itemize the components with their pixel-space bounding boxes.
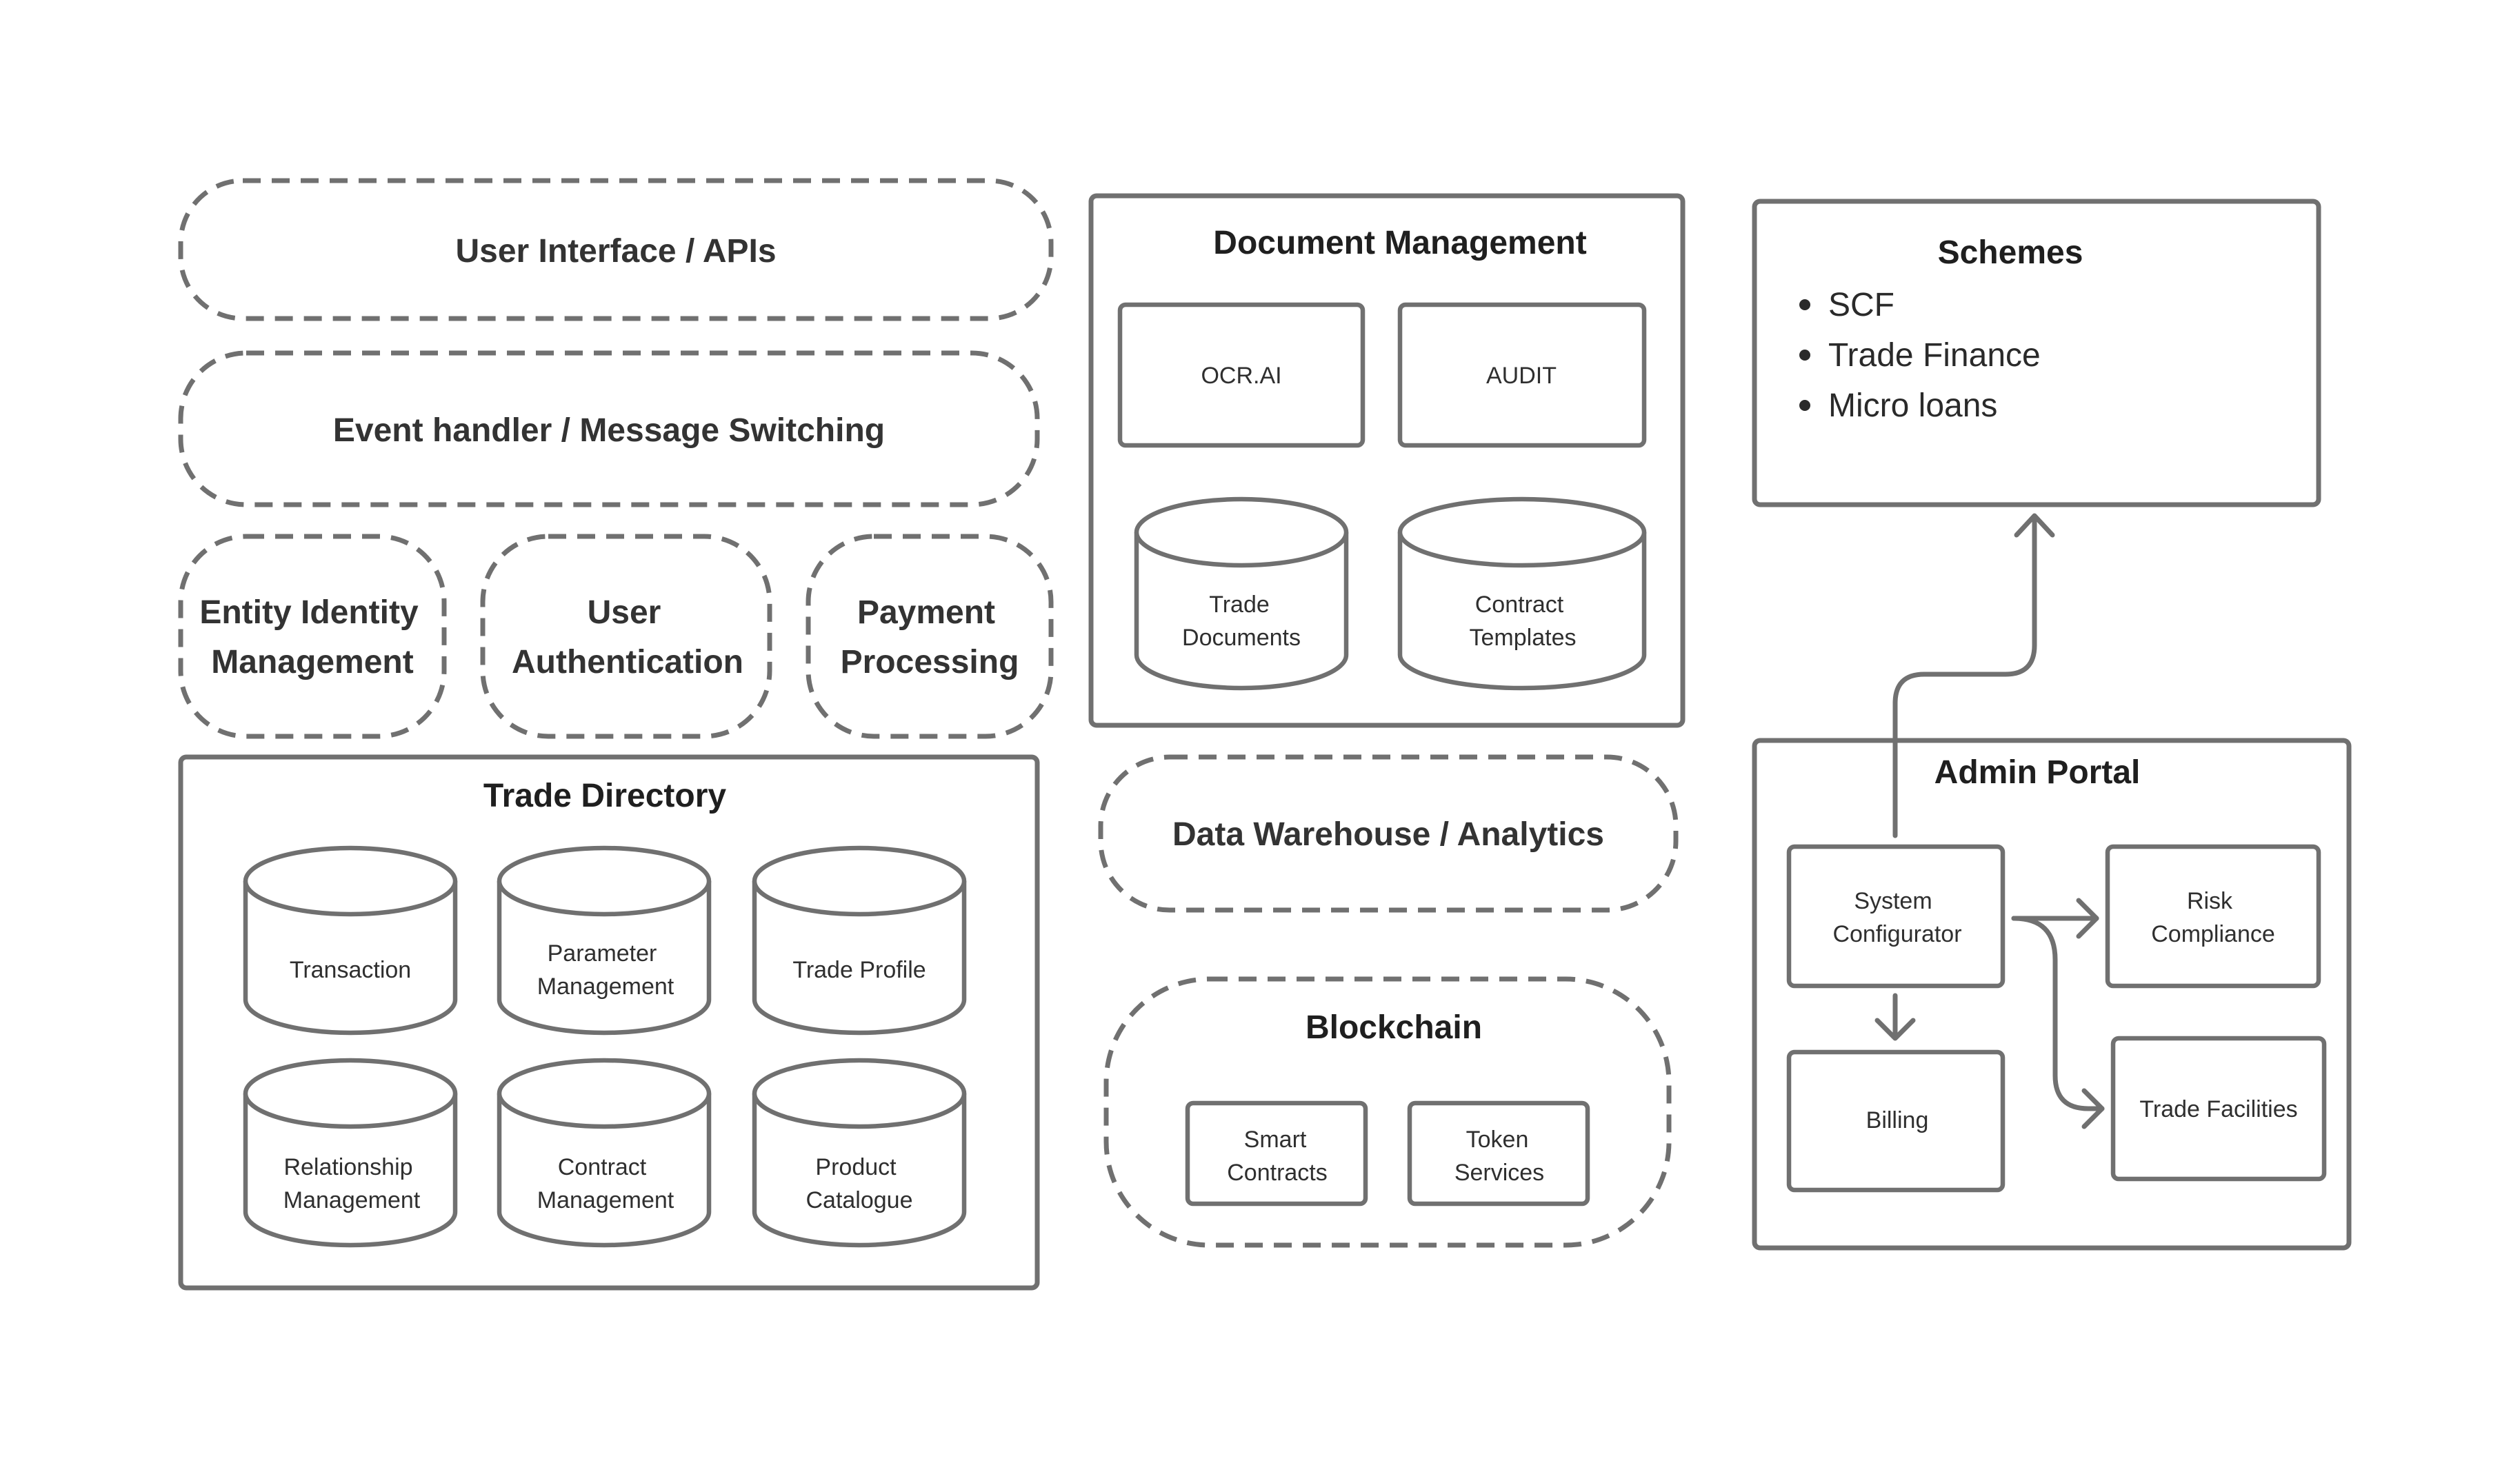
trade-documents-label-line1: Trade [1209, 592, 1270, 618]
ui-apis-layer: User Interface / APIs [178, 178, 1054, 321]
schemes-title: Schemes [1938, 234, 2083, 271]
event-handler-layer: Event handler / Message Switching [178, 350, 1040, 507]
smart-contracts-box: Smart Contracts [1185, 1100, 1368, 1207]
system-configurator-label-line1: System [1854, 888, 1932, 914]
ocr-ai-box: OCR.AI [1117, 302, 1366, 448]
billing-label: Billing [1866, 1107, 1929, 1133]
entity-identity-label-line1: Entity Identity [199, 594, 419, 631]
smart-contracts-label-line2: Contracts [1227, 1160, 1328, 1186]
transaction-label: Transaction [290, 957, 411, 983]
trade-profile-datastore: Trade Profile [752, 845, 967, 1036]
blockchain-title: Blockchain [1306, 1009, 1482, 1046]
risk-compliance-box: Risk Compliance [2105, 844, 2321, 989]
product-catalogue-datastore: Product Catalogue [752, 1058, 967, 1248]
entity-identity-label-line2: Management [211, 644, 413, 680]
admin-portal-title: Admin Portal [1934, 754, 2141, 791]
audit-label: AUDIT [1486, 363, 1557, 389]
token-services-label-line2: Services [1454, 1160, 1544, 1186]
document-management-container: Document Management OCR.AI AUDIT Trade D… [1088, 193, 1686, 728]
contract-mgmt-label-line1: Contract [558, 1154, 647, 1180]
arrowhead-down-icon [1874, 1018, 1916, 1041]
trade-documents-label-line2: Documents [1182, 625, 1301, 651]
payment-label-line1: Payment [857, 594, 995, 631]
audit-box: AUDIT [1397, 302, 1647, 448]
user-auth-label-line1: User [588, 594, 661, 631]
schemes-container: Schemes SCF Trade Finance Micro loans [1752, 199, 2321, 507]
payment-processing-module: Payment Processing [806, 534, 1054, 739]
user-authentication-module: User Authentication [480, 534, 772, 739]
relationship-label-line2: Management [283, 1187, 421, 1213]
smart-contracts-label-line1: Smart [1244, 1127, 1307, 1153]
contract-templates-label-line1: Contract [1475, 592, 1564, 618]
trade-profile-label: Trade Profile [792, 957, 926, 983]
document-management-title: Document Management [1213, 225, 1586, 261]
contract-management-datastore: Contract Management [497, 1058, 712, 1248]
trade-facilities-box: Trade Facilities [2110, 1036, 2327, 1182]
data-warehouse-label: Data Warehouse / Analytics [1172, 816, 1604, 853]
contract-templates-datastore: Contract Templates [1397, 496, 1647, 691]
configurator-to-trade-facilities-arrow [2011, 916, 2105, 1111]
configurator-to-schemes-arrow [1892, 516, 2037, 838]
system-configurator-box: System Configurator [1786, 844, 2006, 989]
arrowhead-right-icon [2081, 1088, 2105, 1129]
token-services-box: Token Services [1407, 1100, 1590, 1207]
scheme-item-scf: SCF [1828, 287, 1894, 323]
billing-box: Billing [1786, 1049, 2006, 1193]
system-configurator-label-line2: Configurator [1832, 921, 1961, 947]
trade-facilities-label: Trade Facilities [2139, 1096, 2297, 1122]
ocr-ai-label: OCR.AI [1201, 363, 1281, 389]
relationship-management-datastore: Relationship Management [243, 1058, 458, 1248]
token-services-label-line1: Token [1466, 1127, 1529, 1153]
risk-compliance-label-line1: Risk [2187, 888, 2233, 914]
relationship-label-line1: Relationship [283, 1154, 412, 1180]
bullet-icon [1799, 400, 1810, 411]
contract-templates-label-line2: Templates [1470, 625, 1577, 651]
parameter-management-datastore: Parameter Management [497, 845, 712, 1036]
arrowhead-up-icon [2014, 513, 2055, 538]
entity-identity-module: Entity Identity Management [178, 534, 447, 739]
blockchain-container: Blockchain Smart Contracts Token Service… [1103, 976, 1672, 1248]
user-auth-label-line2: Authentication [512, 644, 743, 680]
scheme-item-micro-loans: Micro loans [1828, 387, 1997, 424]
trade-directory-container: Trade Directory Transaction Parameter Ma… [178, 754, 1040, 1291]
risk-compliance-label-line2: Compliance [2151, 921, 2275, 947]
trade-directory-title: Trade Directory [483, 778, 726, 814]
arrowhead-right-icon [2076, 898, 2099, 939]
contract-mgmt-label-line2: Management [537, 1187, 674, 1213]
event-handler-label: Event handler / Message Switching [333, 412, 885, 449]
transaction-datastore: Transaction [243, 845, 458, 1036]
payment-label-line2: Processing [841, 644, 1019, 680]
product-label-line2: Catalogue [806, 1187, 912, 1213]
parameter-label-line1: Parameter [548, 940, 657, 967]
product-label-line1: Product [815, 1154, 897, 1180]
scheme-item-trade-finance: Trade Finance [1828, 337, 2041, 374]
admin-portal-container: Admin Portal System Configurator Risk Co… [1752, 738, 2352, 1251]
bullet-icon [1799, 350, 1810, 361]
trade-documents-datastore: Trade Documents [1134, 496, 1349, 691]
ui-apis-label: User Interface / APIs [455, 233, 776, 270]
parameter-label-line2: Management [537, 973, 674, 1000]
bullet-icon [1799, 299, 1810, 310]
data-warehouse-layer: Data Warehouse / Analytics [1098, 754, 1679, 913]
